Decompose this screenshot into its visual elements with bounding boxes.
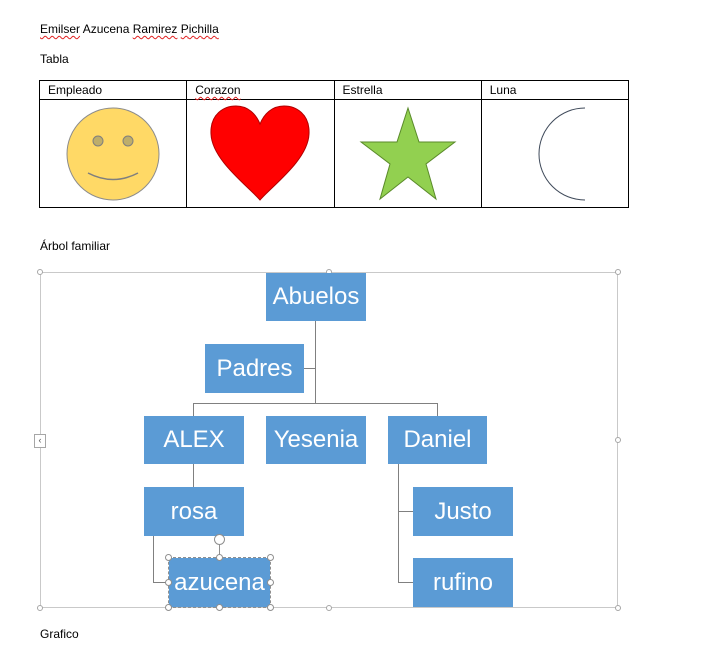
selection-handle-br[interactable]: [267, 604, 274, 611]
node-rufino[interactable]: rufino: [413, 558, 513, 607]
node-abuelos[interactable]: Abuelos: [266, 273, 366, 321]
selection-handle-mr[interactable]: [267, 579, 274, 586]
selection-frame: [168, 557, 271, 608]
connector: [193, 403, 194, 416]
text-pane-toggle-icon[interactable]: ‹: [34, 434, 46, 448]
header-luna[interactable]: Luna: [480, 80, 630, 100]
selection-handle-tr[interactable]: [267, 554, 274, 561]
node-daniel[interactable]: Daniel: [388, 416, 487, 464]
connector: [437, 403, 438, 416]
selection-handle-tm[interactable]: [216, 554, 223, 561]
frame-handle-tr[interactable]: [615, 269, 621, 275]
selection-handle-bl[interactable]: [165, 604, 172, 611]
cell-heart[interactable]: [186, 99, 335, 208]
connector: [304, 368, 316, 369]
node-yesenia[interactable]: Yesenia: [266, 416, 366, 464]
heart-icon[interactable]: [208, 104, 312, 204]
frame-handle-bl[interactable]: [37, 605, 43, 611]
node-azucena[interactable]: azucena: [169, 558, 270, 607]
author-line: Emilser Azucena Ramirez Pichilla: [40, 22, 219, 36]
frame-handle-br[interactable]: [615, 605, 621, 611]
connector: [193, 464, 194, 487]
connector: [193, 403, 438, 404]
selection-handle-bm[interactable]: [216, 604, 223, 611]
selection-handle-ml[interactable]: [165, 579, 172, 586]
star-icon[interactable]: [356, 104, 460, 204]
table-shape-row: [38, 99, 630, 208]
header-corazon[interactable]: Corazon: [186, 80, 335, 100]
node-rosa[interactable]: rosa: [144, 487, 244, 536]
selection-handle-tl[interactable]: [165, 554, 172, 561]
author-first-name: Emilser: [40, 22, 81, 36]
smiley-face-icon[interactable]: [61, 106, 165, 202]
node-justo[interactable]: Justo: [413, 487, 513, 536]
node-padres[interactable]: Padres: [205, 344, 304, 393]
author-last-name-2: Pichilla: [180, 22, 219, 36]
cell-moon[interactable]: [480, 99, 630, 208]
node-alex[interactable]: ALEX: [144, 416, 244, 464]
connector: [315, 321, 316, 403]
connector: [398, 464, 399, 582]
header-estrella[interactable]: Estrella: [333, 80, 482, 100]
connector: [398, 582, 413, 583]
cell-smiley[interactable]: [38, 99, 188, 208]
author-last-name-1: Ramirez: [132, 22, 178, 36]
crescent-moon-icon[interactable]: [503, 104, 607, 204]
rotate-handle-icon[interactable]: [214, 534, 225, 545]
author-middle-name: Azucena: [82, 22, 130, 36]
frame-handle-bm[interactable]: [326, 605, 332, 611]
cell-star[interactable]: [333, 99, 482, 208]
connector: [398, 511, 413, 512]
shape-table: Empleado Corazon Estrella Luna: [38, 80, 630, 208]
rotate-handle-stem: [219, 544, 220, 557]
table-caption: Tabla: [40, 52, 69, 66]
frame-handle-mr[interactable]: [615, 437, 621, 443]
connector: [153, 582, 169, 583]
tree-caption: Árbol familiar: [40, 239, 111, 253]
frame-handle-tl[interactable]: [37, 269, 43, 275]
connector: [153, 536, 154, 582]
table-header-row: Empleado Corazon Estrella Luna: [38, 80, 630, 100]
header-corazon-label: Corazon: [195, 83, 241, 97]
chart-caption: Grafico: [40, 627, 79, 641]
header-empleado[interactable]: Empleado: [38, 80, 188, 100]
